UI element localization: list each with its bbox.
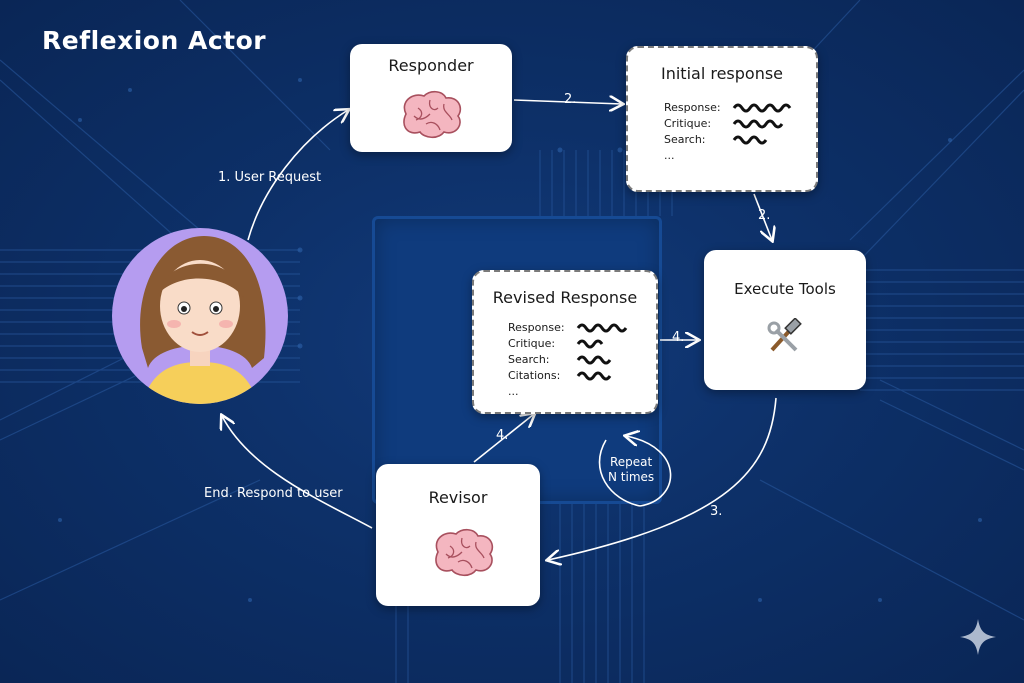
label-repeat-line1: Repeat xyxy=(609,455,653,469)
field-label: Citations: xyxy=(508,369,561,382)
label-user-request: 1. User Request xyxy=(218,170,322,185)
execute-tools-title: Execute Tools xyxy=(734,280,836,298)
revised-response-fields: Response: Critique: Search: Citations: .… xyxy=(508,320,640,400)
label-step2b: 2. xyxy=(758,208,771,223)
initial-response-title: Initial response xyxy=(660,64,784,83)
field-row: Response: xyxy=(664,100,796,116)
scribble xyxy=(576,323,628,333)
revised-response-card: Revised Response Response: Critique: Sea… xyxy=(472,270,658,414)
field-label: Critique: xyxy=(508,337,556,350)
execute-tools-card: Execute Tools xyxy=(704,250,866,390)
field-row: Search: xyxy=(664,132,796,148)
label-step4a: 4. xyxy=(496,428,509,443)
field-row: Critique: xyxy=(664,116,796,132)
label-respond: End. Respond to user xyxy=(204,486,343,501)
revisor-card: Revisor xyxy=(376,464,540,606)
arrow-step4a xyxy=(473,414,534,463)
revisor-title: Revisor xyxy=(428,488,488,507)
hammer-wrench-icon xyxy=(767,318,802,352)
field-label: Search: xyxy=(508,353,550,366)
field-label: Search: xyxy=(664,133,706,146)
responder-title: Responder xyxy=(388,56,474,75)
scribble xyxy=(732,103,792,113)
ellipsis: ... xyxy=(508,385,519,398)
field-row: Search: xyxy=(508,352,640,368)
label-repeat: Repeat N times xyxy=(608,455,654,485)
field-row: Response: xyxy=(508,320,640,336)
field-row: Citations: xyxy=(508,368,640,384)
brain-icon xyxy=(403,90,462,139)
responder-card: Responder xyxy=(350,44,512,152)
field-label: Response: xyxy=(508,321,565,334)
label-repeat-line2: N times xyxy=(608,470,655,484)
ellipsis: ... xyxy=(664,149,675,162)
label-step2a: 2. xyxy=(564,92,577,107)
field-label: Response: xyxy=(664,101,721,114)
scribble xyxy=(576,339,604,349)
initial-response-card: Initial response Response: Critique: Sea… xyxy=(626,46,818,192)
scribble xyxy=(576,355,612,365)
label-step4b: 4. xyxy=(672,330,685,345)
scribble xyxy=(732,135,768,145)
brain-icon xyxy=(435,528,494,577)
user-avatar xyxy=(112,228,288,404)
arrow-user-request xyxy=(247,110,348,241)
scribble xyxy=(732,119,784,129)
arrow-step2a xyxy=(513,100,622,104)
initial-response-fields: Response: Critique: Search: ... xyxy=(664,100,796,164)
arrow-respond xyxy=(222,416,373,529)
label-step3: 3. xyxy=(710,504,723,519)
arrow-step2b xyxy=(753,193,772,240)
scribble xyxy=(576,371,612,381)
arrow-repeat-loop xyxy=(626,436,672,507)
sparkle-icon xyxy=(960,619,996,655)
field-label: Critique: xyxy=(664,117,712,130)
field-row: Critique: xyxy=(508,336,640,352)
arrow-step3 xyxy=(548,397,777,560)
arrow-repeat-loop-b xyxy=(598,439,641,507)
diagram-title: Reflexion Actor xyxy=(42,26,267,55)
revised-response-title: Revised Response xyxy=(492,288,638,307)
user-illustration xyxy=(140,236,266,404)
